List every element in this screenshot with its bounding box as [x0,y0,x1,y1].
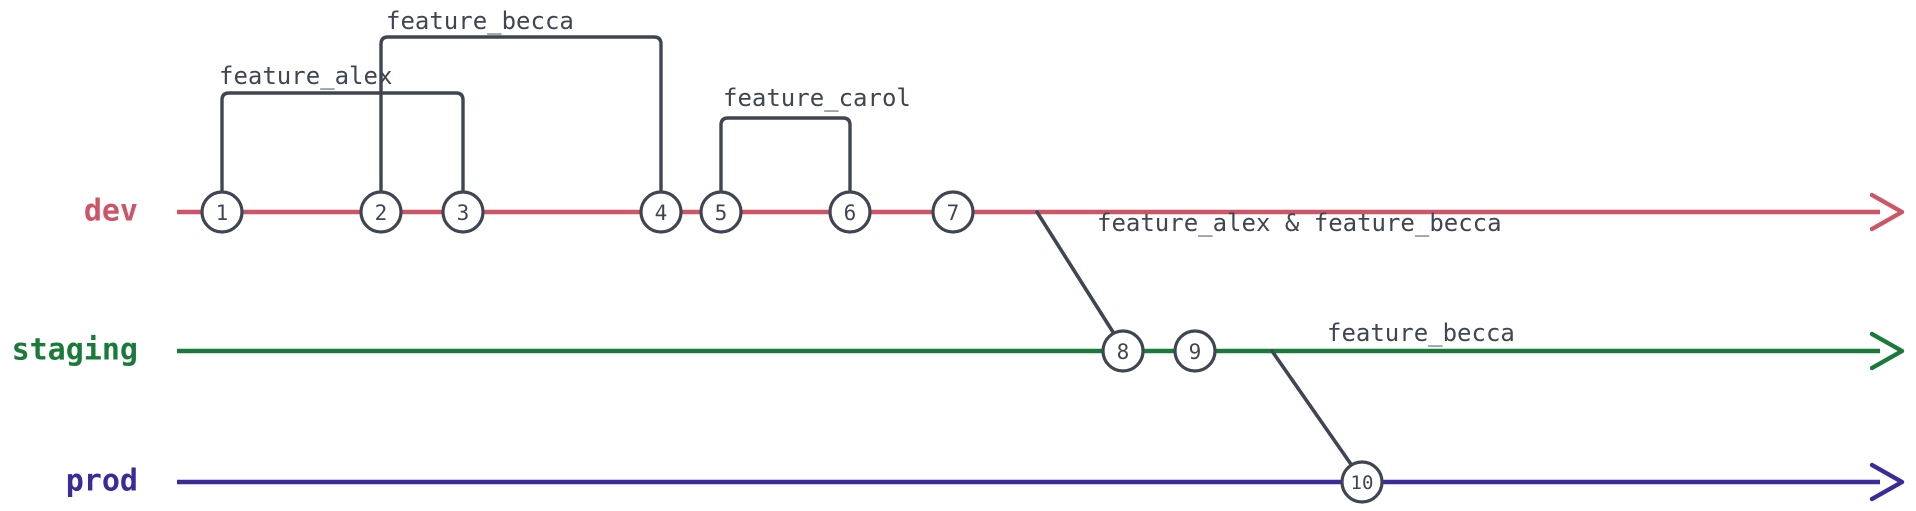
commit-label-8: 8 [1117,340,1130,364]
commit-node-6[interactable]: 6 [828,190,872,234]
commit-label-1: 1 [216,201,229,225]
commit-circle-5[interactable] [699,190,743,234]
branch-lane-staging: staging [12,331,1905,371]
bracket-path-feature_carol [719,116,852,194]
commit-label-10: 10 [1351,472,1374,494]
branch-label-prod: prod [66,464,138,499]
feature-bracket-label-feature_alex: feature_alex [219,62,392,90]
commit-circle-9[interactable] [1173,329,1217,373]
commit-circle-7[interactable] [931,190,975,234]
commit-label-6: 6 [844,201,857,225]
commit-node-1[interactable]: 1 [200,190,244,234]
commit-label-4: 4 [655,201,668,225]
feature-bracket-feature_carol: feature_carol [719,84,911,194]
commit-node-3[interactable]: 3 [441,190,485,234]
commit-node-5[interactable]: 5 [699,190,743,234]
feature-bracket-feature_becca: feature_becca [379,7,663,194]
commit-circle-2[interactable] [359,190,403,234]
commit-circle-3[interactable] [441,190,485,234]
commit-label-5: 5 [715,201,728,225]
commit-node-4[interactable]: 4 [639,190,683,234]
commit-node-8[interactable]: 8 [1101,329,1145,373]
merge-label-staging-to-prod: feature_becca [1327,319,1515,347]
commit-circle-1[interactable] [200,190,244,234]
commit-node-7[interactable]: 7 [931,190,975,234]
bracket-path-feature_alex [220,91,465,194]
feature-bracket-feature_alex: feature_alex [219,62,465,194]
feature-brackets-group: feature_alex feature_becca feature_carol [219,7,911,194]
commit-circle-8[interactable] [1101,329,1145,373]
merge-label-dev-to-staging: feature_alex & feature_becca [1097,209,1502,237]
commit-label-9: 9 [1189,340,1202,364]
branch-lanes-group: dev staging prod [12,192,1905,502]
commit-circle-6[interactable] [828,190,872,234]
feature-bracket-label-feature_becca: feature_becca [386,7,574,35]
branch-arrowhead-staging [1869,331,1905,371]
branch-lane-dev: dev [84,192,1905,232]
branch-arrowhead-dev [1869,192,1905,232]
commit-node-9[interactable]: 9 [1173,329,1217,373]
branch-arrowhead-prod [1869,462,1905,502]
merge-staging-to-prod: feature_becca [1270,319,1515,472]
merge-lines-group: feature_alex & feature_becca feature_becc… [1035,209,1515,472]
commit-label-2: 2 [375,201,388,225]
commit-nodes-group: 1 2 3 4 5 6 7 8 9 10 [200,190,1384,504]
feature-bracket-label-feature_carol: feature_carol [723,84,911,112]
commit-label-7: 7 [947,201,960,225]
merge-line-dev-to-staging [1035,210,1120,342]
bracket-path-feature_becca [379,35,663,194]
merge-line-staging-to-prod [1270,349,1357,472]
branch-lane-prod: prod [66,462,1905,502]
commit-circle-4[interactable] [639,190,683,234]
branch-label-dev: dev [84,194,138,229]
commit-node-10[interactable]: 10 [1340,460,1384,504]
commit-node-2[interactable]: 2 [359,190,403,234]
commit-circle-10[interactable] [1340,460,1384,504]
branch-label-staging: staging [12,333,138,368]
commit-label-3: 3 [457,201,470,225]
merge-dev-to-staging: feature_alex & feature_becca [1035,209,1502,342]
